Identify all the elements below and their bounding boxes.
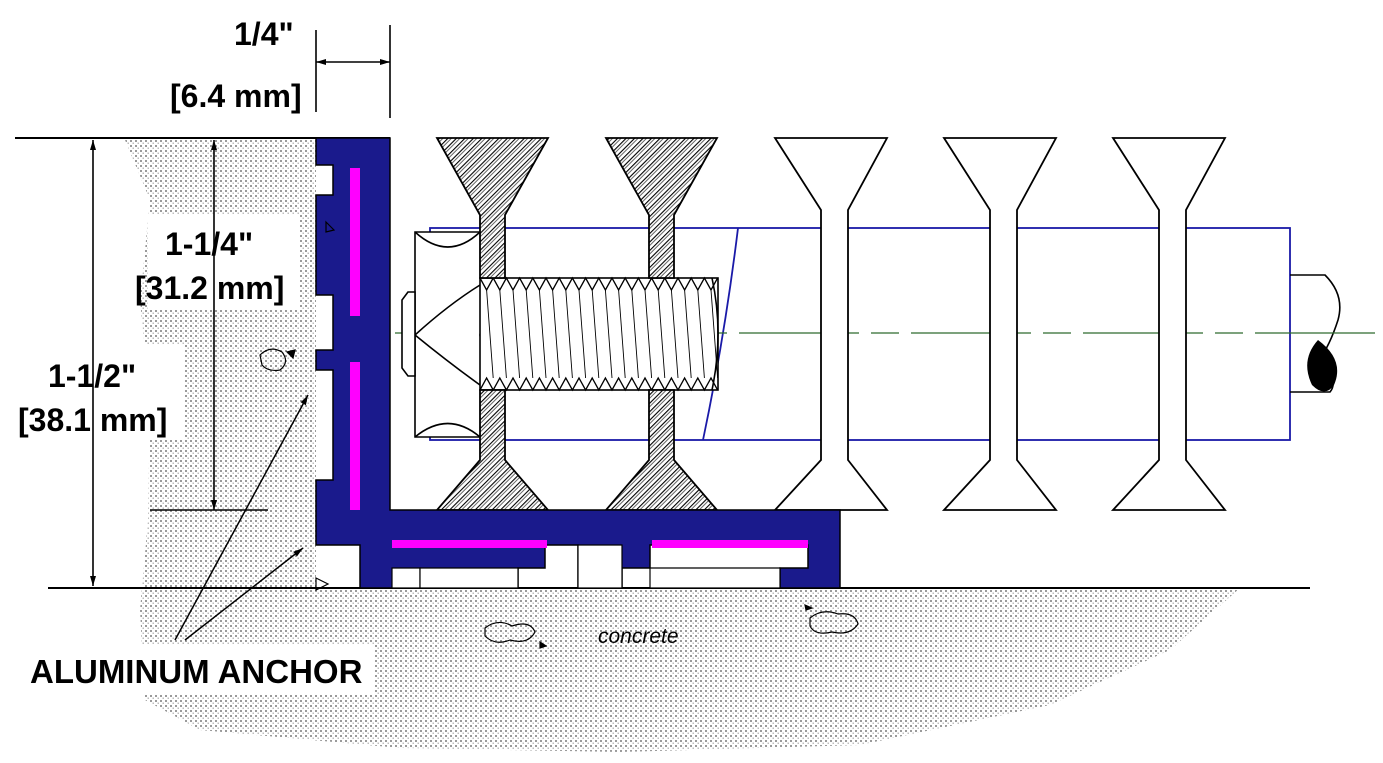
label-backdrop	[148, 215, 300, 310]
spacer-4	[941, 137, 1058, 511]
inner-height-label-mm: [31.2 mm]	[135, 270, 285, 306]
thickness-label-mm: [6.4 mm]	[170, 78, 302, 114]
total-height-label-in: 1-1/2"	[48, 358, 137, 394]
callout-leaders	[174, 394, 309, 641]
anchor-callout: ALUMINUM ANCHOR	[30, 653, 363, 690]
label-backdrop	[20, 645, 375, 695]
label-backdrop	[20, 345, 185, 440]
hatched-spacer-2	[604, 137, 719, 511]
inner-height-dimension	[150, 140, 268, 511]
aggregate-stones	[259, 220, 859, 649]
bolt-icon	[401, 231, 489, 438]
anchor-profile-icon	[315, 137, 841, 589]
hatched-spacer-1	[435, 137, 550, 511]
rebar-icon	[1307, 340, 1338, 392]
concrete-mass	[125, 140, 1240, 752]
thickness-label-in: 1/4"	[234, 16, 294, 52]
spacer-3	[772, 137, 889, 511]
bolt-thread	[479, 276, 719, 392]
inner-height-label-in: 1-1/4"	[165, 226, 254, 262]
total-height-label-mm: [38.1 mm]	[18, 402, 168, 438]
concrete-note: concrete	[598, 625, 679, 648]
spacer-5	[1110, 137, 1227, 511]
thickness-dimension	[315, 25, 391, 118]
